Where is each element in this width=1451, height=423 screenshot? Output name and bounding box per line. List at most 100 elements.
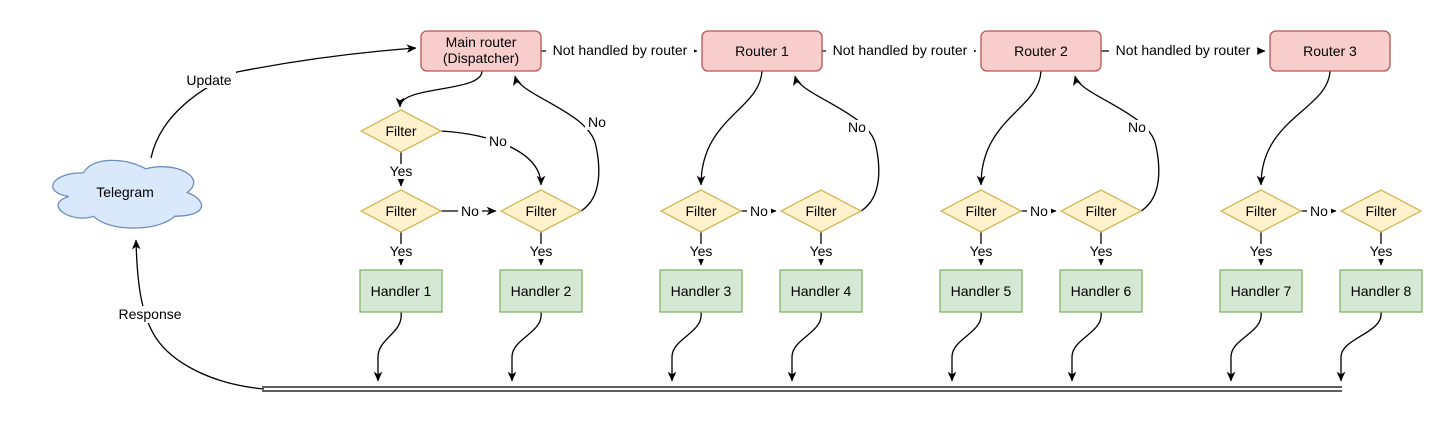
- yes-label: Yes: [687, 243, 715, 259]
- edge-router2-to-filter: [976, 70, 1042, 186]
- handler-8-node: [1339, 269, 1423, 313]
- filter-label: Filter: [1085, 203, 1116, 219]
- no-label: No: [845, 119, 869, 135]
- edge-handler6-to-bus: [1067, 311, 1102, 382]
- not-handled-label-3: Not handled by router: [1109, 42, 1257, 58]
- edge-handler4-to-bus: [787, 311, 822, 382]
- handler-5-node: [939, 269, 1023, 313]
- yes-label: Yes: [527, 243, 555, 259]
- handler-2-label: Handler 2: [511, 283, 572, 299]
- svg-text:Yes: Yes: [1370, 243, 1393, 259]
- no-label: No: [1125, 119, 1149, 135]
- yes-label: Yes: [807, 243, 835, 259]
- telegram-label: Telegram: [96, 184, 154, 200]
- dispatcher-filter-3-diamond: [499, 189, 583, 233]
- svg-text:Yes: Yes: [690, 243, 713, 259]
- svg-text:Yes: Yes: [390, 163, 413, 179]
- filter-label: Filter: [805, 203, 836, 219]
- no-label: No: [585, 114, 609, 130]
- yes-label: Yes: [967, 243, 995, 259]
- svg-text:No: No: [848, 119, 866, 135]
- filter-label: Filter: [385, 203, 416, 219]
- svg-text:Yes: Yes: [810, 243, 833, 259]
- response-label: Response: [114, 306, 186, 323]
- yes-label: Yes: [1247, 243, 1275, 259]
- handler-4-node: [779, 269, 863, 313]
- svg-text:Yes: Yes: [530, 243, 553, 259]
- edge-r1filter2-no-router1: [793, 75, 880, 212]
- svg-text:No: No: [461, 203, 479, 219]
- handler-6-label: Handler 6: [1071, 283, 1132, 299]
- router-3-node: [1269, 30, 1391, 72]
- svg-text:Yes: Yes: [1090, 243, 1113, 259]
- edge-handler2-to-bus: [507, 311, 542, 382]
- yes-label: Yes: [387, 243, 415, 259]
- not-handled-label-1: Not handled by router: [546, 42, 694, 58]
- svg-text:Update: Update: [186, 72, 231, 88]
- handler-7-node: [1219, 269, 1303, 313]
- svg-text:No: No: [750, 203, 768, 219]
- router1-filter-1-diamond: [659, 189, 743, 233]
- edge-dispatcher-to-filter1: [395, 70, 483, 108]
- edge-r2filter2-no-router2: [1073, 75, 1160, 212]
- update-label: Update: [182, 71, 236, 88]
- handler-1-label: Handler 1: [371, 283, 432, 299]
- router-1-node: [701, 30, 823, 72]
- yes-label: Yes: [387, 163, 415, 179]
- edge-handler1-to-bus: [373, 311, 402, 382]
- handler-7-label: Handler 7: [1231, 283, 1292, 299]
- filter-label: Filter: [385, 123, 416, 139]
- edge-handler5-to-bus: [947, 311, 982, 382]
- handler-3-label: Handler 3: [671, 283, 732, 299]
- telegram-cloud: [52, 159, 203, 229]
- handler-8-label: Handler 8: [1351, 283, 1412, 299]
- filter-label: Filter: [685, 203, 716, 219]
- dispatcher-filter-2-diamond: [359, 189, 443, 233]
- svg-text:Not handled by router: Not handled by router: [553, 42, 688, 58]
- dispatcher-label-line2: (Dispatcher): [443, 50, 519, 66]
- no-label: No: [458, 203, 482, 219]
- filter-label: Filter: [1245, 203, 1276, 219]
- svg-text:No: No: [588, 114, 606, 130]
- dispatcher-filter-1-diamond: [359, 109, 443, 153]
- filter-label: Filter: [1365, 203, 1396, 219]
- handler-6-node: [1059, 269, 1143, 313]
- svg-text:No: No: [1030, 203, 1048, 219]
- edge-filter3-no-dispatcher: [513, 75, 600, 212]
- router1-filter-2-diamond: [779, 189, 863, 233]
- edge-filter1-no-filter3: [440, 130, 546, 186]
- edge-response: [131, 239, 265, 390]
- no-label: No: [747, 203, 771, 219]
- router2-filter-2-diamond: [1059, 189, 1143, 233]
- router2-filter-1-diamond: [939, 189, 1023, 233]
- router-1-label: Router 1: [735, 43, 789, 59]
- edge-update: [150, 44, 417, 159]
- dispatcher-node: [420, 30, 542, 72]
- no-label: No: [486, 133, 510, 149]
- router3-filter-1-diamond: [1219, 189, 1303, 233]
- svg-text:No: No: [1310, 203, 1328, 219]
- yes-label: Yes: [1367, 243, 1395, 259]
- router3-filter-2-diamond: [1339, 189, 1423, 233]
- svg-text:Not handled by router: Not handled by router: [833, 42, 968, 58]
- filter-label: Filter: [965, 203, 996, 219]
- no-label: No: [1307, 203, 1331, 219]
- svg-text:No: No: [489, 133, 507, 149]
- dispatcher-label-line1: Main router: [446, 34, 517, 50]
- handler-4-label: Handler 4: [791, 283, 852, 299]
- yes-label: Yes: [1087, 243, 1115, 259]
- router-2-label: Router 2: [1014, 43, 1068, 59]
- edge-router1-to-filter: [696, 70, 763, 186]
- not-handled-label-2: Not handled by router: [826, 42, 974, 58]
- handler-2-node: [499, 269, 583, 313]
- handler-1-node: [359, 269, 443, 313]
- router-3-label: Router 3: [1303, 43, 1357, 59]
- svg-text:Response: Response: [118, 306, 181, 322]
- no-label: No: [1027, 203, 1051, 219]
- svg-text:Yes: Yes: [970, 243, 993, 259]
- edge-router3-to-filter: [1256, 70, 1331, 186]
- router-2-node: [980, 30, 1102, 72]
- handler-5-label: Handler 5: [951, 283, 1012, 299]
- svg-text:Not handled by router: Not handled by router: [1116, 42, 1251, 58]
